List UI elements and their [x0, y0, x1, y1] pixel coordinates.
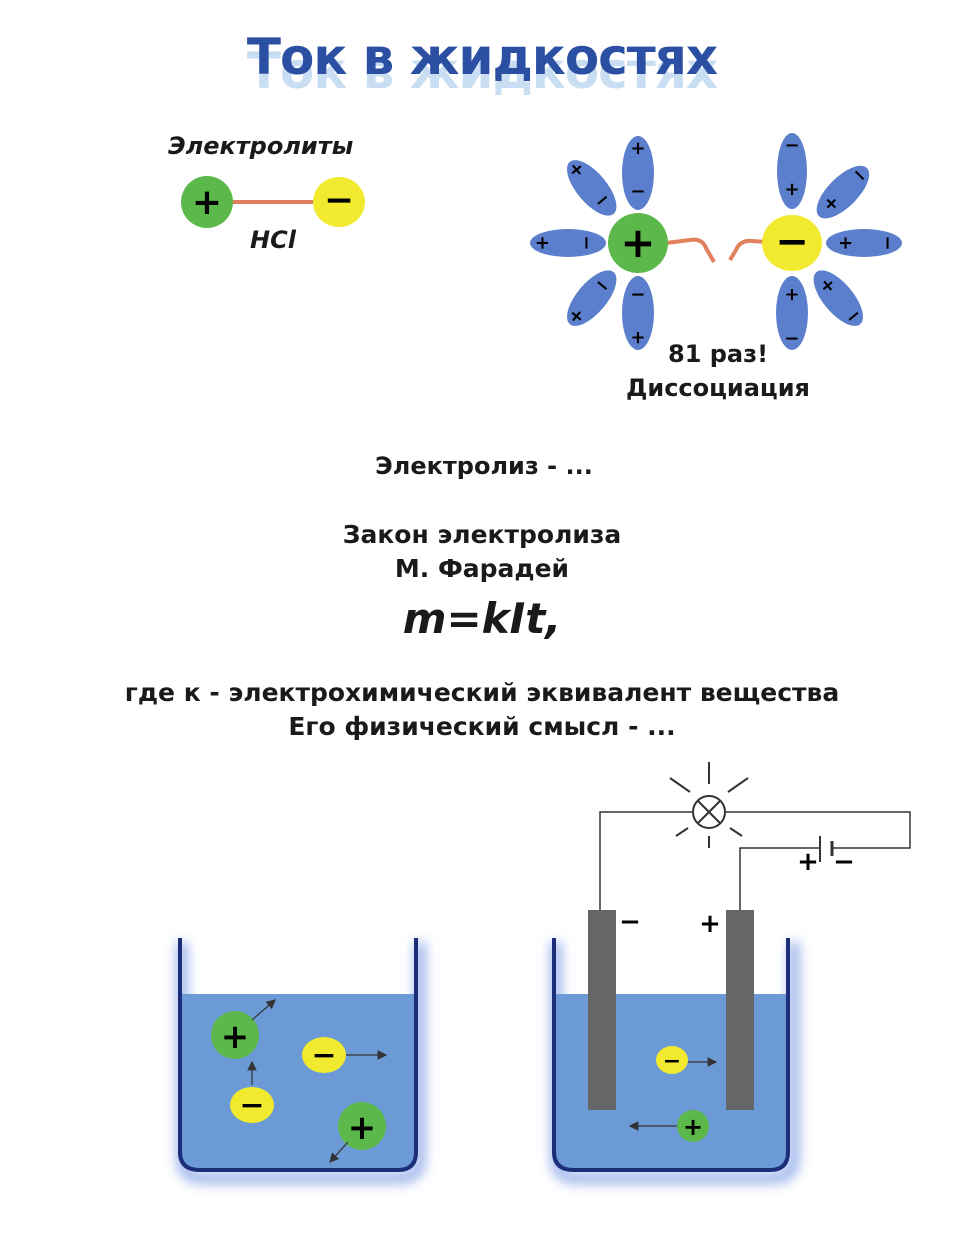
- faraday-formula: m=kIt,: [402, 594, 562, 643]
- negative-ion: [313, 177, 365, 227]
- beaker-without-current: + − − +: [177, 938, 425, 1183]
- svg-text:+: +: [532, 235, 553, 250]
- negative-ion-sign: −: [324, 180, 354, 221]
- svg-text:+: +: [784, 179, 799, 200]
- water-molecule: + −: [622, 136, 654, 210]
- anode-sign: +: [699, 909, 721, 939]
- cathode-sign: −: [619, 907, 641, 937]
- negative-ion: [656, 1046, 688, 1074]
- water-molecule: − +: [777, 133, 807, 209]
- beaker-wall: [552, 938, 790, 1172]
- liquid: [180, 994, 416, 1170]
- negative-ion: [302, 1037, 346, 1073]
- electrolysis-circuit: + − − + − +: [551, 762, 911, 1183]
- motion-arrow: [251, 999, 276, 1021]
- water-molecule: + −: [530, 229, 606, 257]
- svg-text:+: +: [683, 1113, 703, 1141]
- svg-text:−: −: [663, 1049, 681, 1074]
- broken-bond-left: [665, 237, 716, 263]
- positive-ion: [181, 176, 233, 228]
- svg-text:−: −: [239, 1088, 264, 1123]
- broken-bond-right: [728, 238, 767, 262]
- water-molecule: − +: [816, 163, 872, 219]
- svg-text:−: −: [784, 135, 799, 156]
- svg-text:+: +: [348, 1108, 377, 1148]
- physical-meaning: Его физический смысл - ...: [288, 712, 676, 741]
- water-molecule: + −: [622, 276, 654, 350]
- svg-text:−: −: [630, 284, 645, 305]
- negative-ion-sign: −: [775, 219, 809, 265]
- electrolytes-label: Электролиты: [168, 132, 354, 160]
- hcl-formula: HCl: [250, 226, 296, 254]
- anode: [726, 910, 754, 1110]
- svg-text:−: −: [576, 235, 597, 250]
- svg-text:+: +: [784, 284, 799, 305]
- electrolysis-definition: Электролиз - ...: [375, 452, 593, 480]
- negative-ion: [230, 1087, 274, 1123]
- svg-text:−: −: [630, 181, 645, 202]
- svg-text:−: −: [311, 1038, 336, 1073]
- water-molecule: − +: [776, 276, 808, 350]
- wire: [739, 847, 820, 910]
- svg-text:+: +: [221, 1017, 250, 1057]
- positive-ion: [211, 1011, 259, 1059]
- negative-ion: [762, 215, 822, 271]
- title-reflection: Ток в жидкостях: [246, 42, 718, 100]
- positive-ion-sign: +: [192, 182, 222, 223]
- positive-ion-sign: +: [620, 218, 655, 267]
- cathode: [588, 910, 616, 1110]
- dissociation-count: 81 раз!: [668, 340, 769, 368]
- svg-text:−: −: [784, 328, 799, 349]
- lamp-icon: [669, 762, 749, 848]
- svg-text:+: +: [630, 138, 645, 159]
- wire: [726, 811, 911, 849]
- positive-ion: [677, 1110, 709, 1142]
- title-text: Ток в жидкостях: [246, 28, 718, 86]
- wire: [599, 811, 692, 910]
- equivalent-definition: где к - электрохимический эквивалент вещ…: [124, 678, 840, 707]
- battery-minus-sign: −: [833, 847, 855, 877]
- positive-ion: [338, 1102, 386, 1150]
- water-molecule: − +: [826, 229, 902, 257]
- water-molecule: − +: [813, 270, 866, 329]
- svg-text:+: +: [630, 327, 645, 348]
- beaker-wall: [178, 938, 418, 1172]
- positive-ion: [608, 213, 668, 273]
- battery-plus-sign: +: [797, 847, 819, 877]
- electrolysis-law: Закон электролиза: [342, 520, 622, 549]
- motion-arrow: [329, 1141, 349, 1163]
- water-molecule: + −: [564, 270, 617, 329]
- svg-text:+: +: [835, 235, 856, 250]
- hcl-molecule: + −: [181, 176, 365, 228]
- page-title: Ток в жидкостях Ток в жидкостях: [0, 28, 964, 100]
- svg-text:−: −: [877, 235, 898, 250]
- water-molecule: + −: [564, 157, 617, 216]
- law-author: М. Фарадей: [394, 554, 570, 583]
- dissociation-label: Диссоциация: [626, 374, 810, 402]
- dissociation-diagram: + − + − + − + − + − − + − + − + − +: [530, 133, 902, 350]
